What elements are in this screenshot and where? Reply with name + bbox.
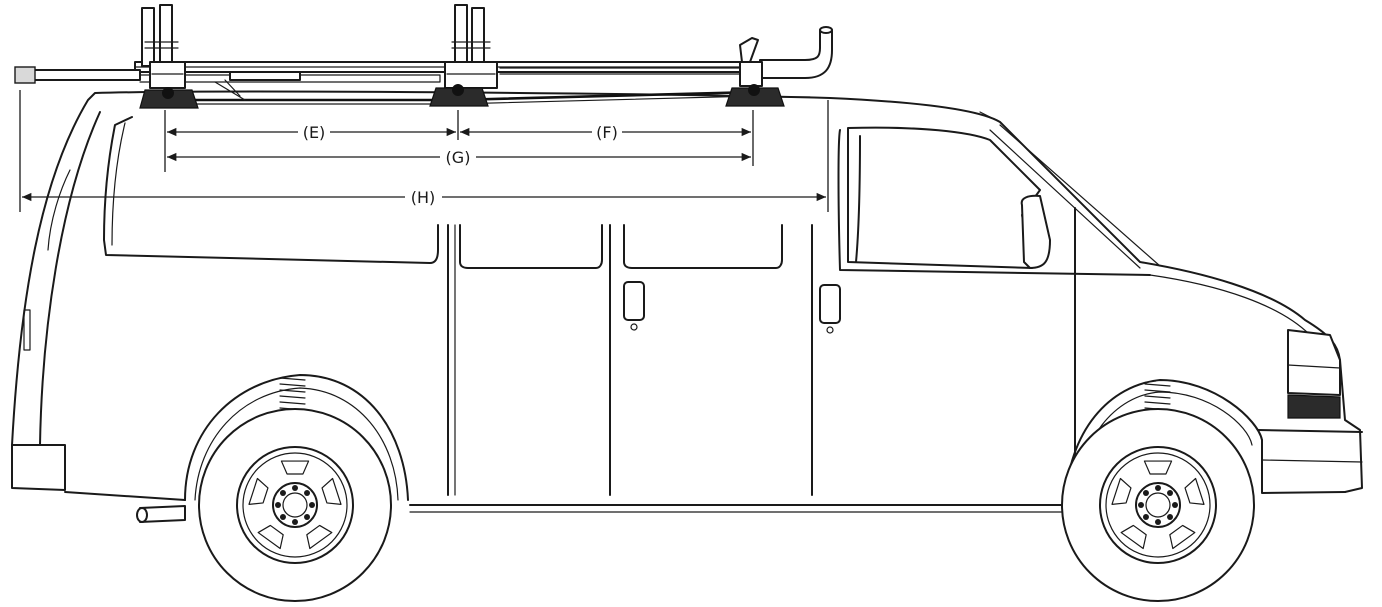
turn-signal <box>1287 394 1341 419</box>
rack-tower-middle <box>444 4 498 89</box>
roof-rail <box>188 90 811 105</box>
roof-mount-foot-front <box>725 84 785 107</box>
door-handle-left <box>623 281 645 321</box>
dimension-label-f: (F) <box>596 123 618 142</box>
ladder-rack <box>14 4 833 101</box>
roof-mount-foot-middle <box>429 84 489 107</box>
side-mirror <box>1020 194 1051 269</box>
door-handle-right <box>819 284 841 324</box>
rack-clamp-front <box>739 37 763 87</box>
rack-tower-rear <box>141 4 186 89</box>
dimension-label-h: (H) <box>411 188 436 207</box>
dimension-label-g: (G) <box>446 148 471 167</box>
rack-front-bend <box>759 29 833 79</box>
dimension-label-e: (E) <box>303 123 326 142</box>
van-body <box>11 90 1363 523</box>
rear-wheel-icon <box>198 408 392 602</box>
dimension-lines: (E) (F) (G) (H) <box>19 90 829 212</box>
rack-end-cap <box>14 66 36 84</box>
front-wheel-icon <box>1061 408 1255 602</box>
roof-mount-foot-rear <box>139 87 199 109</box>
headlight <box>1287 329 1341 396</box>
front-coil-spring-icon <box>1144 383 1171 411</box>
